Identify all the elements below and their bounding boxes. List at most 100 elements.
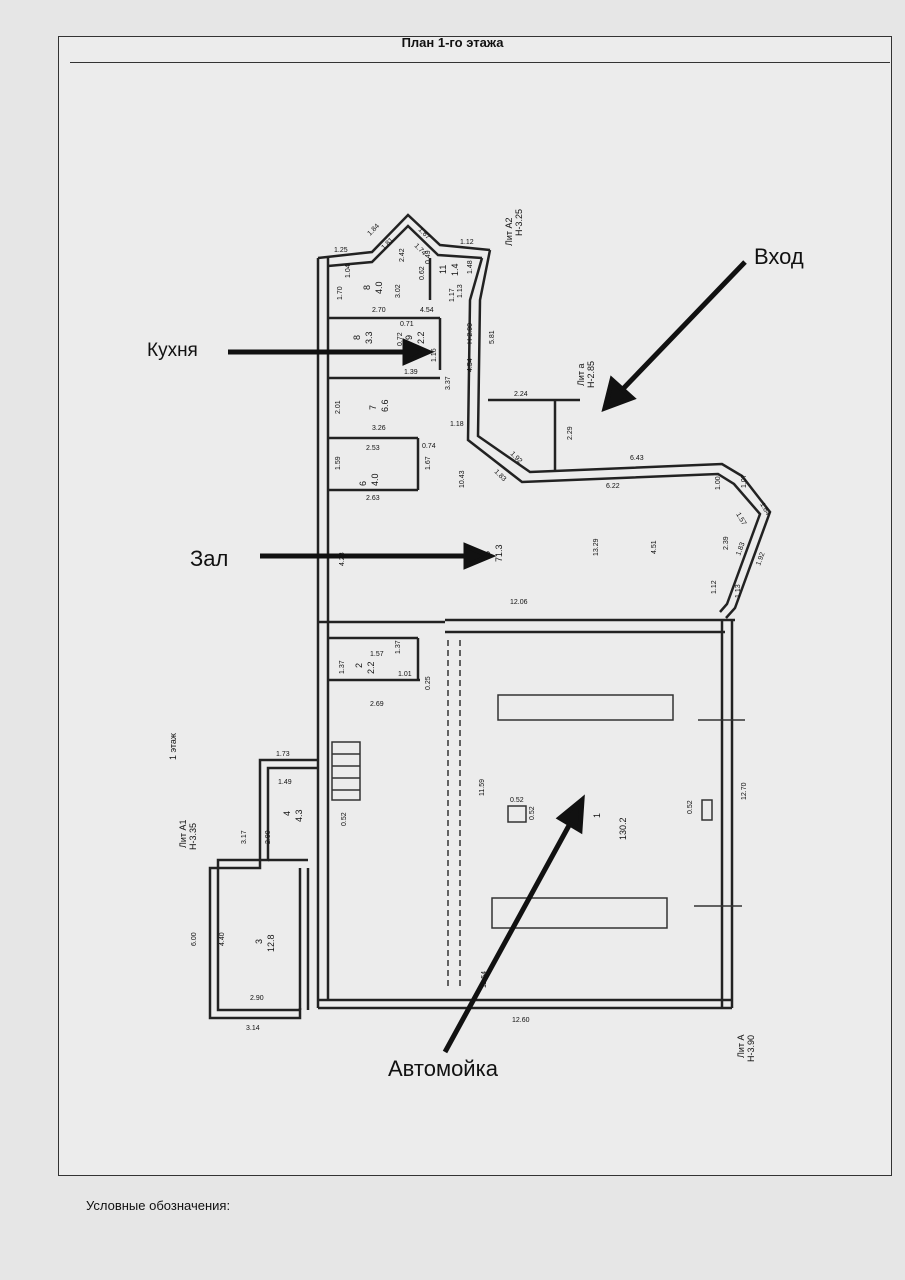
- dim: 1.13: [735, 584, 742, 598]
- dim: 12.70: [741, 782, 748, 800]
- dim: 1.57: [734, 512, 747, 527]
- lit-a1-label: Лит А1: [178, 819, 188, 848]
- dim: 1.18: [450, 421, 464, 428]
- dim: 1.17: [449, 288, 456, 302]
- lit-a1-height: Н-3.35: [188, 823, 198, 850]
- lit-a2-height: Н-3.25: [514, 209, 524, 236]
- floor-label: 1 этаж: [168, 733, 178, 760]
- dim: 6.43: [630, 455, 644, 462]
- dim: 2.39: [723, 536, 730, 550]
- dim: 2.53: [366, 445, 380, 452]
- room-5-number: 5: [482, 551, 492, 556]
- dim: 0.62: [419, 266, 426, 280]
- carwash-callout: Автомойка: [388, 1056, 498, 1081]
- dim: 3.17: [241, 830, 248, 844]
- dim: 1.16: [431, 348, 438, 362]
- dim: 1.04: [345, 264, 352, 278]
- dim: 0.25: [425, 676, 432, 690]
- dim: 4.54: [467, 358, 474, 372]
- room-7-number: 7: [368, 405, 378, 410]
- dim: 1.37: [339, 660, 346, 674]
- dim: 1.25: [334, 247, 348, 254]
- dim: 2.70: [372, 307, 386, 314]
- dimension-labels: 1.25 1.84 1.81 1.67 1.74 1.12 1.04 2.42 …: [191, 223, 771, 1032]
- dim: 0.52: [687, 800, 694, 814]
- room-4-area: 4.3: [294, 809, 304, 822]
- dim: 1.83: [493, 468, 508, 483]
- dim: 2.63: [366, 495, 380, 502]
- room-1-area: 130.2: [618, 817, 628, 840]
- dim: 1.59: [335, 456, 342, 470]
- dim: 2.42: [399, 248, 406, 262]
- dim: 11.54: [481, 971, 488, 988]
- walls: [208, 213, 772, 1020]
- dim: 1.67: [425, 456, 432, 470]
- dim: 11.59: [479, 779, 486, 796]
- dim: 4.40: [219, 932, 226, 946]
- dim: 2.29: [567, 426, 574, 440]
- lit-a-small-label: Лит а: [576, 363, 586, 386]
- dim: 2.24: [514, 391, 528, 398]
- dim: 0.52: [529, 806, 536, 820]
- room-1-number: 1: [592, 813, 602, 818]
- lit-a2-label: Лит А2: [504, 217, 514, 246]
- dim: 4.51: [651, 540, 658, 554]
- kitchen-callout: Кухня: [147, 340, 198, 361]
- dim: 12.06: [510, 599, 528, 606]
- dim: 1.39: [404, 369, 418, 376]
- lit-main-label: Лит А: [736, 1034, 746, 1058]
- dim: 1.67: [417, 226, 432, 241]
- room-labels: 1 130.2 2 2.2 3 12.8 4 4.3 5 71.3 6 4.0 …: [254, 263, 628, 952]
- dim: 1.37: [395, 640, 402, 654]
- page-title: План 1-го этажа: [401, 35, 504, 50]
- dim: 1.00: [715, 476, 722, 490]
- dim: 2.01: [335, 400, 342, 414]
- dim: 1.12: [711, 580, 718, 594]
- dim: 3.14: [246, 1025, 260, 1032]
- dim: 2.69: [370, 701, 384, 708]
- dim: 1.57: [370, 651, 384, 658]
- dim: 13.29: [593, 538, 600, 556]
- legend-label: Условные обозначения:: [86, 1198, 231, 1213]
- dim: 3.02: [395, 284, 402, 298]
- room-7-area: 6.6: [380, 399, 390, 412]
- room-2-area: 2.2: [366, 661, 376, 674]
- dim: 1.83: [735, 541, 746, 556]
- dim: 5.81: [489, 330, 496, 344]
- room-8a-area: 3.3: [364, 331, 374, 344]
- room-6-area: 4.0: [370, 473, 380, 486]
- dim: 0.72: [397, 332, 404, 346]
- entrance-callout: Вход: [754, 244, 804, 269]
- dim: 4.54: [420, 307, 434, 314]
- lit-a-small-height: Н-2.85: [586, 361, 596, 388]
- dim: 1.73: [276, 751, 290, 758]
- callout-arrows: [228, 260, 747, 1054]
- dim: 12.60: [512, 1017, 530, 1024]
- room-8b-number: 8: [362, 285, 372, 290]
- dim: 4.28: [339, 552, 346, 566]
- room-4-number: 4: [282, 811, 292, 816]
- room-11-number: 11: [438, 265, 448, 274]
- room-11-area: 1.4: [450, 263, 460, 276]
- dim: 1.84: [366, 223, 381, 238]
- dim: 0.52: [510, 797, 524, 804]
- lit-main-height: Н-3.90: [746, 1035, 756, 1062]
- room-8a-number: 8: [352, 335, 362, 340]
- dim: 1.92: [755, 551, 766, 566]
- dim: 0.49: [425, 250, 432, 264]
- dim: Н-2.90: [467, 323, 474, 344]
- dim: 1.12: [460, 239, 474, 246]
- fixtures: [331, 640, 745, 990]
- dim: 0.71: [400, 321, 414, 328]
- room-3-number: 3: [254, 939, 264, 944]
- dim: 1.48: [467, 260, 474, 274]
- room-5-area: 71.3: [494, 544, 504, 562]
- dim: 1.13: [457, 284, 464, 298]
- room-9-number: 9: [404, 335, 414, 340]
- dim: 1.49: [278, 779, 292, 786]
- hall-callout: Зал: [190, 546, 229, 571]
- room-9-area: 2.2: [416, 331, 426, 344]
- room-6-number: 6: [358, 481, 368, 486]
- dim: 6.22: [606, 483, 620, 490]
